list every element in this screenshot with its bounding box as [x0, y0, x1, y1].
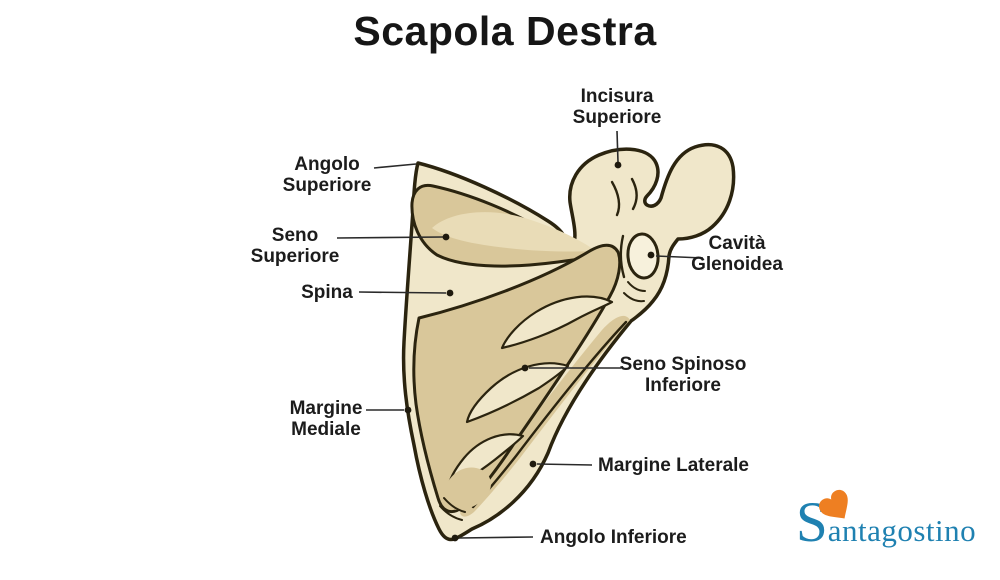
coracoid-mark-2 [630, 177, 638, 211]
page-title: Scapola Destra [353, 8, 657, 54]
label-angolo-inferiore: Angolo Inferiore [540, 527, 687, 548]
logo-wordmark-rest: antagostino [827, 513, 977, 548]
leader-lines [336, 130, 704, 542]
scapula-bone [401, 142, 736, 542]
inferior-tip-shade [442, 467, 491, 511]
leader-seno-superiore [336, 233, 450, 241]
glenoid-neck-mark-1 [627, 281, 646, 292]
leader-cavita-glenoidea [647, 251, 704, 259]
glenoid-neck-mark-2 [623, 292, 645, 303]
label-cavita-glenoidea: Cavità Glenoidea [691, 233, 783, 275]
coracoid-mark-1 [610, 180, 621, 217]
label-angolo-superiore: Angolo Superiore [282, 154, 372, 196]
glenoid-front-line [619, 234, 626, 279]
label-margine-laterale: Margine Laterale [598, 455, 749, 476]
fossa-ridge-1 [500, 295, 614, 350]
supraspinous-highlight [432, 212, 596, 252]
inferior-tip-mark-1 [443, 497, 466, 513]
inferior-tip-mark-2 [439, 505, 463, 521]
label-margine-mediale: Margine Mediale [289, 398, 363, 440]
leader-incisura-superiore [614, 130, 622, 169]
label-seno-superiore: Seno Superiore [250, 225, 340, 267]
label-seno-spinoso-inferiore: Seno Spinoso Inferiore [619, 354, 747, 396]
leader-angolo-inferiore [451, 534, 534, 542]
leader-spina [358, 289, 454, 297]
leader-seno-spinoso-inferiore [521, 364, 621, 372]
leader-margine-laterale [529, 460, 593, 468]
leader-margine-mediale [366, 406, 412, 414]
logo-heart-icon [819, 489, 848, 519]
label-spina: Spina [301, 282, 353, 303]
leader-angolo-superiore [373, 163, 417, 169]
glenoid-cavity [626, 232, 660, 280]
label-incisura-superiore: Incisura Superiore [572, 86, 662, 128]
fossa-ridge-2 [465, 362, 570, 424]
